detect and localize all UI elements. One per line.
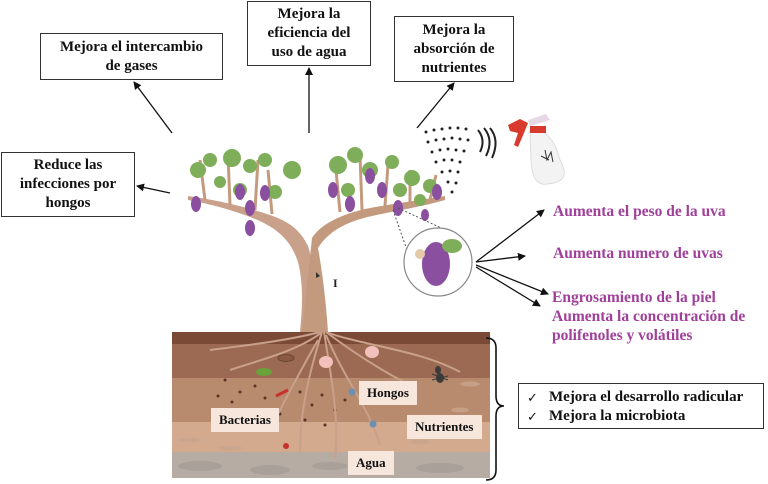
trunk-marker-icon bbox=[316, 272, 320, 278]
fungal-infections-line2: infecciones por bbox=[19, 176, 117, 192]
vine-leaves bbox=[190, 147, 437, 206]
gas-exchange-box: Mejora el intercambio de gases bbox=[40, 33, 223, 80]
bacteria-colony-icon bbox=[256, 368, 272, 376]
arrow-grape-number bbox=[475, 252, 526, 263]
root-benefit-item: ✓ Mejora la microbiota bbox=[527, 407, 755, 426]
effect-grape-weight: Aumenta el peso de la uva bbox=[553, 203, 726, 220]
nutrient-absorption-line3: nutrientes bbox=[421, 59, 487, 76]
fungal-infections-box: Reduce las infecciones por hongos bbox=[1, 152, 135, 217]
arrow-nutrient-absorption bbox=[416, 82, 455, 129]
nutrient-absorption-box: Mejora la absorción de nutrientes bbox=[394, 16, 514, 82]
root-benefits-box: ✓ Mejora el desarrollo radicular ✓ Mejor… bbox=[518, 383, 764, 429]
microbe-pink-icon bbox=[319, 356, 333, 368]
soil-stones bbox=[178, 461, 464, 475]
soil-brace bbox=[485, 337, 505, 481]
grape-clusters bbox=[191, 168, 442, 236]
arrow-gas-exchange bbox=[133, 81, 173, 134]
soil-topsoil-layer bbox=[172, 332, 490, 344]
arrow-skin bbox=[475, 264, 549, 296]
root-benefit-item: ✓ Mejora el desarrollo radicular bbox=[527, 388, 755, 407]
gas-exchange-line1: Mejora el intercambio bbox=[59, 38, 203, 55]
soil-label-fungi: Hongos bbox=[359, 381, 417, 405]
soil-label-nutrients: Nutrientes bbox=[407, 415, 482, 439]
water-efficiency-box: Mejora la eficiencia del uso de agua bbox=[247, 1, 371, 66]
nutrient-absorption-line1: Mejora la bbox=[422, 21, 486, 38]
effect-skin-thickening: Engrosamiento de la piel bbox=[552, 289, 716, 306]
vine-trunk-left bbox=[188, 196, 313, 332]
mite-icon bbox=[283, 443, 289, 449]
grape-zoom-lens bbox=[392, 207, 473, 297]
arrow-fungal-infections bbox=[136, 183, 171, 194]
water-efficiency-line3: uso de agua bbox=[271, 44, 347, 60]
root-benefit-text: Mejora el desarrollo radicular bbox=[549, 389, 744, 405]
effect-grape-number: Aumenta numero de uvas bbox=[553, 245, 723, 262]
check-icon: ✓ bbox=[527, 390, 538, 405]
nutrient-absorption-line2: absorción de bbox=[413, 40, 495, 57]
fungus-spore-icon bbox=[369, 420, 377, 428]
water-efficiency-line2: eficiencia del bbox=[267, 25, 351, 41]
spray-mist-icon bbox=[424, 126, 470, 194]
fungal-infections-line1: Reduce las bbox=[33, 157, 103, 173]
spray-bottle bbox=[424, 114, 565, 194]
microbe-pink-icon bbox=[365, 346, 379, 358]
soil-label-bacteria: Bacterias bbox=[211, 408, 279, 432]
vine-trunk-right bbox=[302, 196, 445, 332]
gas-exchange-line2: de gases bbox=[105, 57, 158, 74]
water-efficiency-line1: Mejora la bbox=[277, 6, 341, 22]
worm-icon bbox=[277, 354, 295, 362]
effect-polyphenols-line2: polifenoles y volátiles bbox=[552, 327, 693, 344]
fungus-spore-icon bbox=[348, 388, 356, 396]
soil-label-water: Agua bbox=[348, 451, 394, 475]
effect-polyphenols-line1: Aumenta la concentración de bbox=[552, 308, 746, 325]
root-benefit-text: Mejora la microbiota bbox=[549, 408, 686, 424]
fungal-infections-line3: hongos bbox=[45, 195, 91, 211]
trunk-marker-label: I bbox=[333, 276, 338, 290]
ant-icon bbox=[431, 366, 449, 383]
grapevine bbox=[188, 147, 445, 332]
arrow-polyphenols bbox=[475, 266, 541, 307]
soil-section bbox=[172, 331, 490, 478]
arrow-grape-weight bbox=[475, 209, 545, 263]
check-icon: ✓ bbox=[527, 409, 538, 424]
bacteria-red-icon bbox=[275, 388, 289, 398]
